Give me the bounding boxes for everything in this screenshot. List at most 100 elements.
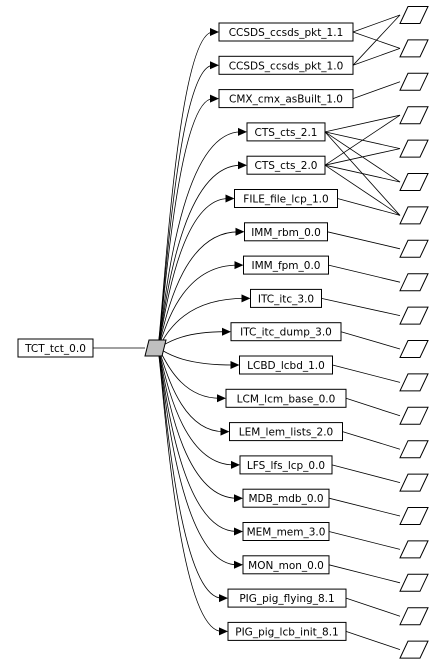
- leaf-edge-16-17: [328, 531, 401, 550]
- hub-edge-5: [157, 164, 242, 349]
- arrowhead-7: [235, 227, 245, 236]
- leaves-layer: [399, 6, 429, 659]
- node-17[interactable]: MON_mon_0.0: [242, 555, 330, 575]
- hub-edge-3: [157, 98, 214, 349]
- arrowhead-4: [238, 127, 247, 136]
- node-4[interactable]: CTS_cts_2.1: [246, 122, 326, 142]
- leaf-edge-4-4: [324, 114, 401, 133]
- root-node-label: TCT_tct_0.0: [24, 343, 86, 355]
- node-label-2: CCSDS_ccsds_pkt_1.0: [229, 60, 344, 72]
- node-label-15: MDB_mdb_0.0: [248, 493, 323, 505]
- arrowhead-9: [241, 294, 251, 303]
- leaf-node-7[interactable]: [399, 206, 429, 225]
- leaf-node-18[interactable]: [399, 573, 429, 592]
- leaf-node-1[interactable]: [399, 6, 429, 24]
- hub-edge-12: [157, 347, 221, 399]
- leaf-node-15[interactable]: [399, 473, 429, 492]
- leaf-edge-12-13: [345, 397, 401, 417]
- leaf-edge-10-11: [340, 331, 401, 350]
- node-11[interactable]: LCBD_lcbd_1.0: [239, 355, 333, 375]
- node-16[interactable]: MEM_mem_3.0: [242, 522, 330, 541]
- arrowhead-18: [219, 594, 228, 603]
- nodes-layer: CCSDS_ccsds_pkt_1.1CCSDS_ccsds_pkt_1.0CM…: [218, 22, 354, 641]
- leaf-node-17[interactable]: [399, 540, 429, 559]
- node-19[interactable]: PIG_pig_lcb_init_8.1: [227, 621, 347, 641]
- leaf-node-14[interactable]: [399, 440, 429, 459]
- leaf-node-12[interactable]: [399, 373, 429, 392]
- node-18[interactable]: PIG_pig_flying_8.1: [227, 588, 347, 608]
- leaf-node-10[interactable]: [399, 306, 429, 325]
- hub-edge-10: [157, 331, 226, 349]
- hub-edge-7: [157, 231, 239, 349]
- node-3[interactable]: CMX_cmx_asBuilt_1.0: [218, 89, 354, 109]
- leaf-edge-1-1: [352, 14, 401, 33]
- leaf-edge-18-19: [345, 597, 401, 617]
- node-label-14: LFS_lfs_lcp_0.0: [247, 460, 325, 472]
- hub-edge-16: [157, 347, 238, 532]
- leaf-node-19[interactable]: [399, 607, 429, 626]
- node-label-1: CCSDS_ccsds_pkt_1.1: [229, 27, 344, 39]
- arrowhead-11: [230, 361, 240, 369]
- node-label-5: CTS_cts_2.0: [255, 160, 318, 172]
- node-label-19: PIG_pig_lcb_init_8.1: [235, 626, 338, 638]
- leaf-edge-5-4: [324, 114, 401, 166]
- leaf-node-4[interactable]: [399, 106, 429, 125]
- node-label-13: LEM_lem_lists_2.0: [239, 427, 334, 439]
- node-label-8: IMM_fpm_0.0: [251, 260, 320, 272]
- leaf-node-11[interactable]: [399, 340, 429, 358]
- leaf-node-20[interactable]: [399, 640, 429, 659]
- leaf-edge-5-7: [324, 164, 401, 216]
- leaf-edge-11-12: [332, 364, 401, 383]
- leaf-edge-19-20: [345, 631, 401, 650]
- root-node[interactable]: TCT_tct_0.0: [17, 338, 94, 358]
- leaf-node-16[interactable]: [399, 507, 429, 525]
- node-2[interactable]: CCSDS_ccsds_pkt_1.0: [218, 55, 354, 75]
- node-1[interactable]: CCSDS_ccsds_pkt_1.1: [218, 22, 354, 42]
- leaf-edge-5-5: [324, 148, 401, 166]
- node-6[interactable]: FILE_file_lcp_1.0: [234, 189, 338, 208]
- node-14[interactable]: LFS_lfs_lcp_0.0: [239, 455, 333, 475]
- hub-edge-11: [157, 347, 234, 366]
- node-5[interactable]: CTS_cts_2.0: [246, 155, 326, 175]
- leaf-edge-5-6: [324, 164, 401, 183]
- arrowhead-15: [234, 494, 243, 503]
- leaf-edge-6-7: [337, 198, 401, 216]
- node-10[interactable]: ITC_itc_dump_3.0: [230, 322, 342, 342]
- node-12[interactable]: LCM_lcm_base_0.0: [225, 388, 347, 408]
- arrowhead-16: [234, 527, 243, 536]
- leaf-edge-17-18: [328, 564, 401, 584]
- leaf-node-9[interactable]: [399, 273, 429, 292]
- leaf-edge-9-10: [321, 298, 401, 316]
- leaf-node-6[interactable]: [399, 173, 429, 191]
- node-15[interactable]: MDB_mdb_0.0: [242, 488, 330, 508]
- hub-node[interactable]: [144, 339, 167, 357]
- leaf-edge-14-15: [331, 464, 401, 483]
- leaf-node-5[interactable]: [399, 139, 429, 158]
- node-7[interactable]: IMM_rbm_0.0: [244, 222, 328, 242]
- node-label-4: CTS_cts_2.1: [255, 127, 318, 139]
- node-9[interactable]: ITC_itc_3.0: [250, 288, 322, 308]
- node-label-17: MON_mon_0.0: [248, 560, 324, 572]
- leaf-edge-13-14: [342, 431, 401, 450]
- leaf-node-13[interactable]: [399, 406, 429, 425]
- leaf-edge-3-3: [352, 81, 401, 99]
- node-label-18: PIG_pig_flying_8.1: [239, 593, 334, 605]
- node-label-12: LCM_lcm_base_0.0: [237, 393, 336, 405]
- arrowhead-12: [217, 394, 226, 403]
- hub-edge-19: [157, 347, 223, 632]
- arrowhead-8: [234, 261, 244, 270]
- node-13[interactable]: LEM_lem_lists_2.0: [229, 422, 343, 442]
- node-label-16: MEM_mem_3.0: [247, 527, 326, 539]
- node-label-3: CMX_cmx_asBuilt_1.0: [229, 94, 343, 106]
- leaf-node-8[interactable]: [399, 239, 429, 258]
- arrowhead-17: [234, 560, 243, 569]
- node-label-7: IMM_rbm_0.0: [251, 227, 321, 239]
- node-label-6: FILE_file_lcp_1.0: [243, 194, 328, 206]
- hub-edge-14: [157, 347, 235, 466]
- leaf-edge-15-16: [328, 497, 401, 517]
- arrowhead-14: [231, 460, 240, 469]
- node-8[interactable]: IMM_fpm_0.0: [243, 255, 329, 275]
- hub-edge-6: [157, 198, 229, 349]
- leaf-node-3[interactable]: [399, 72, 429, 91]
- leaf-node-2[interactable]: [399, 39, 429, 58]
